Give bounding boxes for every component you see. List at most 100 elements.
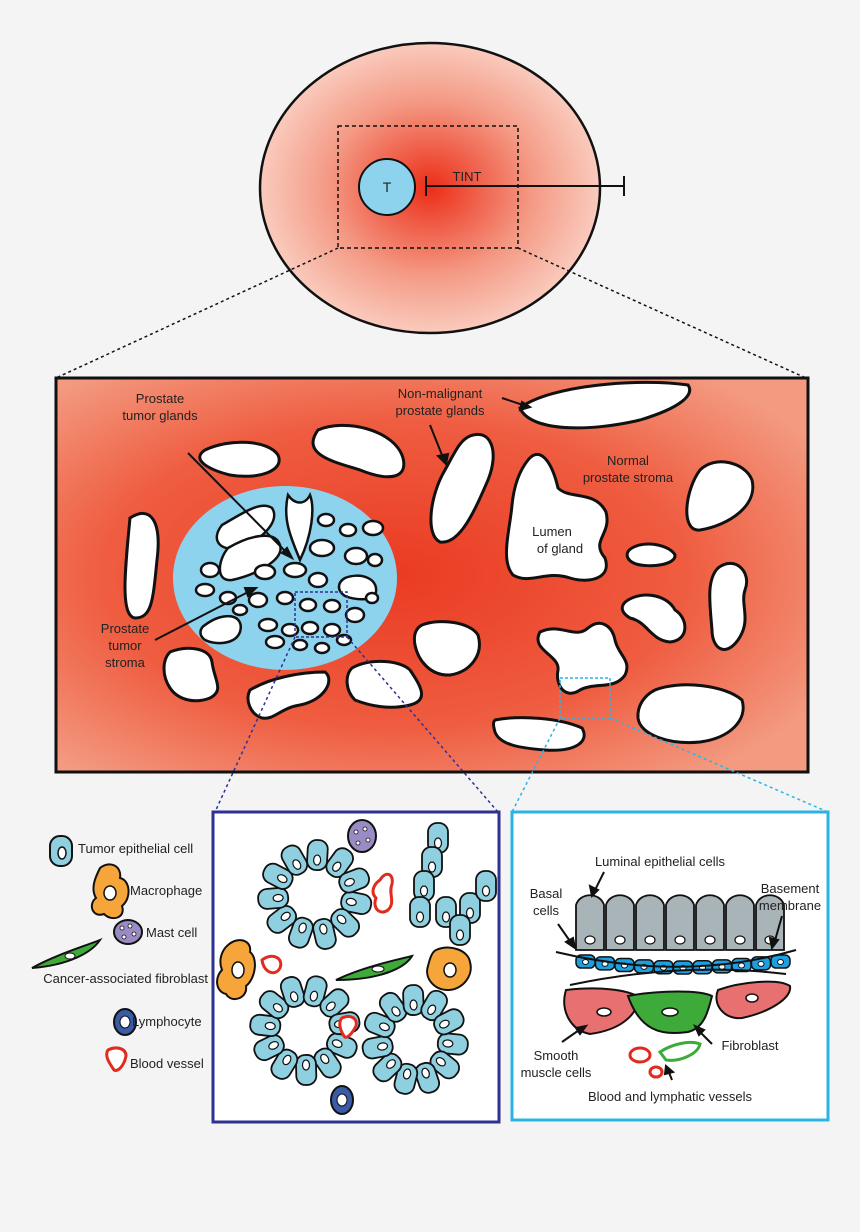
basement-membrane-line	[555, 949, 797, 968]
basal-cell	[614, 957, 635, 973]
tumor-epithelial-cell	[257, 887, 290, 910]
label-smooth-2: muscle cells	[521, 1065, 592, 1080]
vessels	[628, 1040, 702, 1079]
normal-gland	[708, 561, 748, 651]
label-normal-stroma-2: prostate stroma	[583, 470, 674, 485]
legend-tumor-epithelial: Tumor epithelial cell	[78, 841, 193, 856]
tumor-epithelial-cell	[253, 1034, 285, 1062]
legend-blood-vessel: Blood vessel	[130, 1056, 204, 1071]
tumor-gland	[215, 504, 276, 551]
tumor-epithelial-cell	[340, 890, 373, 916]
label-tumor-stroma-3: stroma	[105, 655, 146, 670]
label-vessels: Blood and lymphatic vessels	[588, 1089, 753, 1104]
tumor-epithelial-cell	[312, 917, 337, 950]
tumor-epithelial-cell	[306, 839, 329, 872]
tissue-panel: Prostate tumor glands Non-malignant pros…	[54, 376, 829, 813]
normal-gland	[429, 432, 495, 544]
legend-mast-cell: Mast cell	[146, 925, 197, 940]
normal-gland	[412, 620, 481, 677]
tumor-epithelial-cell	[372, 1052, 403, 1083]
tumor-epithelial-cell	[249, 1013, 282, 1038]
tumor-epithelial-cell	[266, 905, 298, 934]
tumor-gland	[322, 598, 342, 614]
tumor-circle	[358, 158, 416, 216]
tumor-epithelial-cell	[325, 847, 354, 878]
tumor-gland	[364, 591, 380, 605]
tumor-epithelial-cell	[433, 1008, 465, 1036]
caf-icon	[31, 937, 103, 969]
normal-gland	[492, 716, 586, 752]
label-basal-1: Basal	[530, 886, 563, 901]
tumor-epithelial-cell	[475, 870, 497, 902]
tumor-gland	[308, 538, 336, 558]
tumor-micro-panel	[211, 810, 501, 1124]
normal-gland	[536, 621, 629, 695]
label-prostate-tumor-glands-2: tumor glands	[122, 408, 198, 423]
tumor-epithelial-cell	[429, 1050, 460, 1080]
normal-gland	[625, 542, 677, 568]
tumor-gland	[344, 606, 366, 624]
basal-cell	[711, 959, 733, 974]
luminal-epithelial-cell	[695, 894, 725, 951]
zoom-line-right	[517, 247, 807, 379]
tumor-gland	[194, 582, 216, 598]
tumor-epithelial-cell	[338, 867, 370, 894]
tumor-gland	[298, 597, 318, 613]
zoom-line-tumor-right	[346, 636, 499, 813]
normal-gland	[518, 380, 692, 430]
tumor-gland	[231, 603, 249, 617]
tumor-epithelial-icon	[49, 835, 73, 867]
tissue-arrows	[154, 397, 533, 641]
luminal-epithelial-cell	[575, 894, 605, 951]
lymphocyte-icon	[113, 1008, 137, 1036]
tumor-gland	[257, 617, 279, 633]
smooth-muscle-cells	[563, 980, 792, 1036]
label-smooth-1: Smooth	[534, 1048, 579, 1063]
tumor-gland	[282, 561, 308, 579]
tumor-epithelial-cell	[313, 1047, 342, 1079]
normal-micro-panel: Luminal epithelial cells Basal cells Bas…	[510, 810, 830, 1122]
tumor-epithelial-cell	[449, 914, 471, 946]
label-basal-2: cells	[533, 903, 560, 918]
normal-gland	[685, 460, 755, 532]
normal-zoom-box	[559, 677, 611, 719]
luminal-epithelial-cell	[665, 894, 695, 951]
tumor-gland	[199, 614, 242, 645]
basal-cell	[770, 954, 791, 969]
tumor-gland	[361, 519, 385, 537]
zoom-line-left	[55, 247, 339, 379]
tumor-gland	[338, 522, 358, 538]
tumor-gland	[322, 622, 342, 638]
cell-legend: Tumor epithelial cell Macrophage Mast ce…	[31, 835, 208, 1072]
tumor-cell-cluster	[249, 822, 497, 1095]
tumor-glands	[194, 491, 385, 655]
legend-lymphocyte: Lymphocyte	[132, 1014, 202, 1029]
tumor-epithelial-cell	[414, 1061, 441, 1094]
normal-gland	[636, 683, 745, 745]
fibroblast-cell	[626, 990, 714, 1035]
tumor-epithelial-cell	[262, 862, 294, 890]
tint-distance-bar	[425, 176, 625, 196]
tumor-panel-extra-cells	[216, 819, 472, 1115]
normal-panel-arrows	[557, 871, 783, 1081]
zoom-line-tumor-left	[214, 636, 296, 813]
tumor-epithelial-cell	[258, 990, 290, 1020]
basement-membrane-line-2	[569, 968, 787, 986]
luminal-epithelial-cell	[635, 894, 665, 951]
label-basement-1: Basement	[761, 881, 820, 896]
tumor-zoom-box	[294, 591, 348, 638]
mast-cell-icon	[113, 919, 143, 945]
tumor-gland	[253, 563, 277, 581]
tumor-gland	[366, 552, 384, 568]
tumor-gland	[307, 571, 329, 589]
tumor-epithelial-cell	[270, 1048, 299, 1080]
label-non-malignant-1: Non-malignant	[398, 386, 483, 401]
luminal-epithelial-cell	[725, 894, 755, 951]
normal-gland	[162, 646, 220, 703]
tumor-gland	[264, 634, 286, 650]
legend-macrophage: Macrophage	[130, 883, 202, 898]
blood-vessel-icon	[105, 1046, 128, 1072]
tumor-gland	[343, 546, 369, 566]
overview-oval-group: T TINT	[55, 41, 807, 379]
